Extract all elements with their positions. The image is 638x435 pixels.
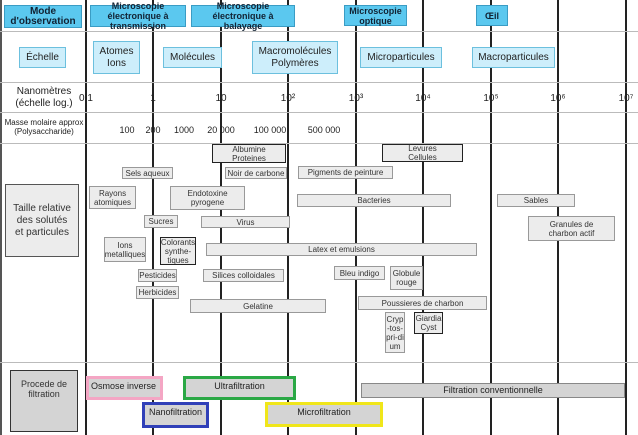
solute-pesticides: Pesticides (138, 269, 177, 282)
scale-molecules: Molécules (163, 47, 222, 68)
gridline-0.1 (85, 0, 87, 435)
tick: 10⁵ (483, 93, 499, 104)
process-ultrafiltration: Ultrafiltration (183, 376, 296, 400)
solute-virus: Virus (201, 216, 290, 228)
solute-sucres: Sucres (144, 215, 178, 228)
solute-herbicides: Herbicides (136, 286, 179, 299)
row-divider (0, 362, 638, 363)
solute-albumine: Albumine Proteines (212, 144, 286, 163)
scale-atomes: Atomes Ions (93, 41, 140, 74)
solute-granules: Granules de charbon actif (528, 216, 615, 241)
mass-value: 100 000 (253, 125, 287, 135)
solute-cryptosporidium: Cryp-tos-pri-dium (385, 312, 405, 353)
row-divider (0, 112, 638, 113)
row-divider (0, 31, 638, 32)
solute-bacteries: Bacteries (297, 194, 451, 207)
process-nanofiltration: Nanofiltration (142, 402, 209, 428)
mass-value: 20 000 (207, 125, 235, 135)
solute-noir-carbone: Noir de carbone (225, 167, 287, 179)
tick: 1 (150, 93, 156, 104)
tick: 0,1 (79, 93, 93, 104)
mass-value: 100 (119, 125, 135, 135)
gridline-1e7 (625, 0, 627, 435)
solute-sables: Sables (497, 194, 575, 207)
solute-rayons: Rayons atomiques (89, 186, 136, 209)
mode-label: Mode d'observation (4, 5, 82, 28)
gridline-1e4 (422, 0, 424, 435)
solute-levures: Levures Cellules (382, 144, 463, 162)
row-divider (0, 143, 638, 144)
process-osmose-inverse: Osmose inverse (86, 376, 163, 400)
solute-sels: Sels aqueux (122, 167, 173, 179)
row-divider (0, 82, 638, 83)
tick: 10² (280, 93, 296, 104)
scale-label: Échelle (19, 47, 66, 68)
process-label: Procede de filtration (10, 370, 78, 432)
mass-value: 500 000 (307, 125, 341, 135)
scale-macroparticules: Macroparticules (472, 47, 555, 68)
solutes-label: Taille relative des solutés et particule… (5, 184, 79, 257)
solute-gelatine: Gelatine (190, 299, 326, 313)
tick: 10⁴ (415, 93, 431, 104)
tick: 10³ (348, 93, 364, 104)
mass-value: 1000 (173, 125, 195, 135)
scale-macromolecules: Macromolécules Polymères (252, 41, 338, 74)
process-microfiltration: Microfiltration (265, 402, 383, 427)
process-filtration-conventionnelle: Filtration conventionnelle (361, 383, 625, 398)
mass-label: Masse molaire approx (Polysaccharide) (4, 118, 84, 136)
mode-oeil: Œil (476, 5, 508, 26)
tick: 10⁶ (550, 93, 566, 104)
mass-value: 200 (145, 125, 161, 135)
tick: 10⁷ (618, 93, 634, 104)
solute-poussieres: Poussieres de charbon (358, 296, 487, 310)
scale-microparticules: Microparticules (360, 47, 442, 68)
solute-ions: Ions metalliques (104, 237, 146, 262)
tick: 10 (215, 93, 227, 104)
solute-endotoxine: Endotoxine pyrogene (170, 186, 245, 210)
solute-bleu-indigo: Bleu indigo (334, 266, 385, 280)
solute-latex: Latex et emulsions (206, 243, 477, 256)
mode-optique: Microscopie optique (344, 5, 407, 26)
solute-pigments: Pigments de peinture (298, 166, 393, 179)
solute-silices: Silices colloidales (203, 269, 284, 282)
mode-meb: Microscopie électronique à balayage (191, 1, 295, 31)
solute-globule: Globule rouge (390, 266, 423, 290)
nm-label: Nanomètres (échelle log.) (15, 86, 73, 109)
mode-met: Microscopie électronique à transmission (90, 1, 186, 31)
frame-left (0, 0, 2, 435)
gridline-1000 (355, 0, 357, 435)
solute-colorants: Colorants synthe-tiques (160, 237, 196, 265)
gridline-1e5 (490, 0, 492, 435)
solute-giardia: Giardia Cyst (414, 312, 443, 334)
